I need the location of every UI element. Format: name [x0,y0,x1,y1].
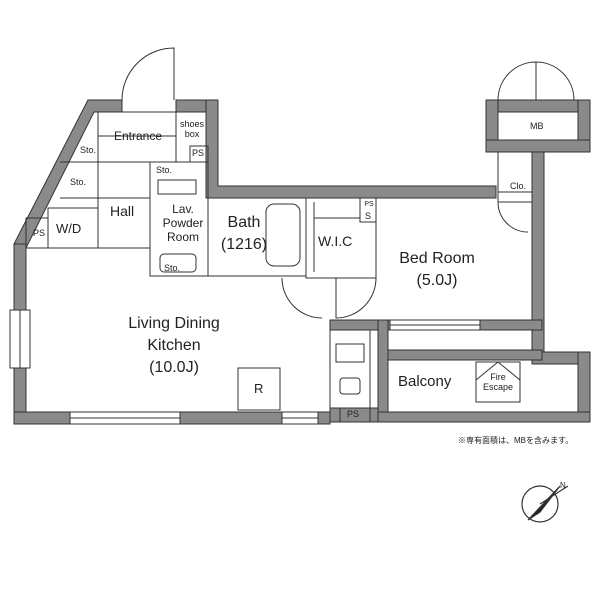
bedroom-label: Bed Room (5.0J) [392,248,482,292]
lav-line3: Room [166,230,199,244]
door-swings [121,47,575,319]
wic-label: W.I.C [318,233,353,249]
living-dining-kitchen-label: Living Dining Kitchen (10.0J) [108,313,240,379]
storage-label: Sto. [70,177,87,187]
wic-s-label: S [365,211,372,221]
lav-line2: Powder [162,216,204,230]
north-symbol: N [560,481,566,490]
lavatory-label: Lav. Powder Room [155,202,211,244]
pipe-space-label: PS [347,409,360,419]
pipe-space-label: PS [33,228,46,238]
pipe-space-label: PS [192,148,205,158]
living-size: (10.0J) [149,359,199,376]
storage-label: Sto. [156,165,173,175]
wd-label: W/D [56,221,82,236]
shoes-box-label: shoes box [178,119,206,139]
shoes-line2: box [184,129,200,139]
bedroom-size: (5.0J) [416,272,458,289]
bath-label: Bath (1216) [212,212,276,256]
living-line1: Living Dining [128,315,220,332]
interior-lines [25,111,533,423]
hall-label: Hall [110,203,135,219]
balcony-label: Balcony [398,373,452,390]
bedroom-name: Bed Room [399,250,475,267]
fire-line2: Escape [482,382,514,392]
closet-label: Clo. [510,181,527,191]
compass-icon [521,485,569,523]
fire-line1: Fire [490,372,506,382]
shoes-line1: shoes [179,119,205,129]
bath-size: (1216) [220,236,268,253]
wic-ps-label: PS [364,200,374,210]
storage-label: Sto. [164,263,181,273]
mb-label: MB [530,121,544,131]
fire-escape-label: Fire Escape [478,372,518,392]
lav-line1: Lav. [172,202,194,216]
area-note: ※専有面積は、MBを含みます。 [458,436,574,445]
bath-name: Bath [227,214,261,231]
entrance-label: Entrance [114,129,163,143]
refrigerator-label: R [254,381,264,396]
living-line2: Kitchen [147,337,201,354]
windows [9,309,481,425]
storage-label: Sto. [80,145,97,155]
wic-ps-p: PS [364,201,374,208]
